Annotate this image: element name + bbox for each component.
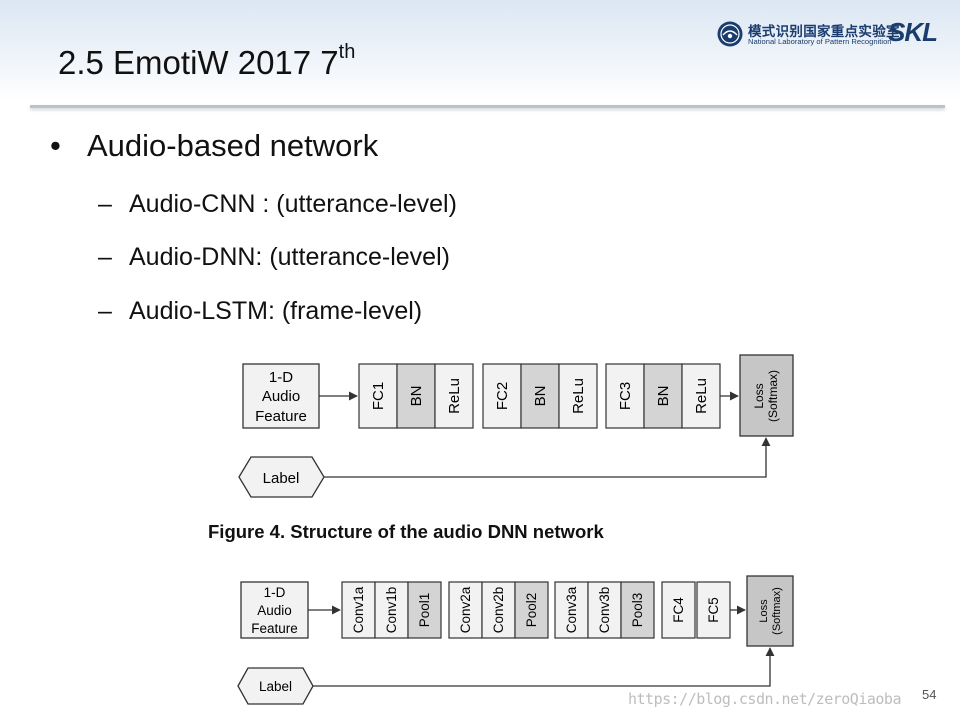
cnn-layer-label: Conv2a	[458, 586, 473, 633]
dnn-loss-sublabel: (Softmax)	[766, 370, 780, 422]
cnn-diagram: 1-D Audio Feature Conv1a Conv1b Pool1 Co…	[237, 575, 794, 705]
cnn-layer-box	[481, 581, 516, 639]
sub-bullet-text: Audio-CNN : (utterance-level)	[129, 190, 457, 218]
cnn-layer-box	[587, 581, 622, 639]
cnn-input-line-3: Feature	[251, 621, 298, 636]
slide-title-text: 2.5 EmotiW 2017 7	[58, 44, 339, 81]
dnn-layer-box	[605, 363, 645, 429]
main-bullet-text: Audio-based network	[87, 128, 379, 163]
dnn-input-box	[242, 363, 320, 429]
dnn-layer-box	[520, 363, 560, 429]
cnn-input-line-1: 1-D	[264, 585, 286, 600]
dnn-layer-label: FC1	[370, 382, 387, 410]
cnn-layer-box	[620, 581, 655, 639]
dnn-layer-label: BN	[408, 386, 425, 407]
dnn-loss-label: Loss	[752, 383, 766, 408]
dash-icon: –	[98, 243, 112, 271]
cnn-input-line-2: Audio	[257, 603, 292, 618]
sub-bullet-text: Audio-LSTM: (frame-level)	[129, 297, 423, 325]
dnn-figure-caption: Figure 4. Structure of the audio DNN net…	[208, 521, 604, 542]
cnn-layer-label: Conv2b	[491, 587, 506, 634]
dash-icon: –	[98, 190, 112, 218]
dnn-input-line-2: Audio	[262, 388, 300, 405]
dnn-diagram: 1-D Audio Feature FC1 BN ReLu FC2 BN ReL…	[208, 354, 794, 542]
cnn-layer-label: Conv1a	[351, 586, 366, 633]
dnn-layer-box	[482, 363, 522, 429]
dnn-label-text: Label	[263, 470, 300, 487]
cnn-layer-label: Conv3b	[597, 587, 612, 634]
bullet-dot-icon: •	[50, 128, 61, 163]
cnn-label-text: Label	[259, 679, 292, 694]
source-watermark: https://blog.csdn.net/zeroQiaoba	[628, 690, 901, 708]
cnn-layer-box	[407, 581, 442, 639]
cnn-layer-label: Pool3	[630, 593, 645, 628]
cnn-layer-label: Conv3a	[564, 586, 579, 633]
dnn-layer-label: FC2	[494, 382, 511, 410]
dnn-layer-label: ReLu	[446, 378, 463, 414]
page-number: 54	[922, 687, 937, 702]
cnn-layer-label: Conv1b	[384, 587, 399, 634]
cnn-layer-label: Pool1	[417, 593, 432, 628]
cnn-layer-box	[341, 581, 376, 639]
cnn-layer-box	[661, 581, 696, 639]
cnn-loss-label: Loss	[758, 599, 770, 623]
header-band	[0, 0, 960, 100]
dnn-input-line-3: Feature	[255, 408, 307, 425]
dnn-layer-label: ReLu	[693, 378, 710, 414]
cnn-layer-box	[374, 581, 409, 639]
dnn-layer-box	[681, 363, 721, 429]
slide-title-superscript: th	[338, 41, 356, 63]
dash-icon: –	[98, 297, 112, 325]
sub-bullet-text: Audio-DNN: (utterance-level)	[129, 243, 450, 271]
dnn-layer-label: FC3	[617, 382, 634, 410]
cnn-layer-label: Pool2	[524, 593, 539, 628]
dnn-layer-box	[396, 363, 436, 429]
dnn-input-line-1: 1-D	[269, 369, 293, 386]
dnn-layer-box	[643, 363, 683, 429]
lab-abbreviation: SKL	[888, 17, 938, 47]
lab-emblem-icon	[717, 21, 743, 47]
dnn-layer-stack: FC1 BN ReLu FC2 BN ReLu FC3 BN ReLu	[358, 363, 721, 429]
dnn-layer-label: ReLu	[570, 378, 587, 414]
dnn-layer-label: BN	[532, 386, 549, 407]
cnn-loss-sublabel: (Softmax)	[771, 587, 783, 635]
dnn-layer-box	[434, 363, 474, 429]
cnn-layer-label: FC5	[706, 597, 721, 623]
cnn-layer-box	[514, 581, 549, 639]
dnn-layer-box	[558, 363, 598, 429]
lab-name-english: National Laboratory of Pattern Recogniti…	[748, 37, 892, 46]
cnn-layer-label: FC4	[671, 597, 686, 623]
slide-title: 2.5 EmotiW 2017 7th	[58, 41, 356, 82]
header-rule	[30, 105, 945, 108]
dnn-layer-label: BN	[655, 386, 672, 407]
lab-logo: 模式识别国家重点实验室 National Laboratory of Patte…	[716, 17, 948, 50]
cnn-layer-stack: Conv1a Conv1b Pool1 Conv2a Conv2b Pool2 …	[341, 581, 731, 639]
cnn-loss-box	[746, 575, 794, 647]
lab-name-chinese: 模式识别国家重点实验室	[748, 24, 900, 39]
dnn-label-arrow	[324, 437, 771, 478]
cnn-label-arrow	[313, 647, 775, 687]
dnn-loss-box	[739, 354, 794, 437]
cnn-layer-box	[448, 581, 483, 639]
